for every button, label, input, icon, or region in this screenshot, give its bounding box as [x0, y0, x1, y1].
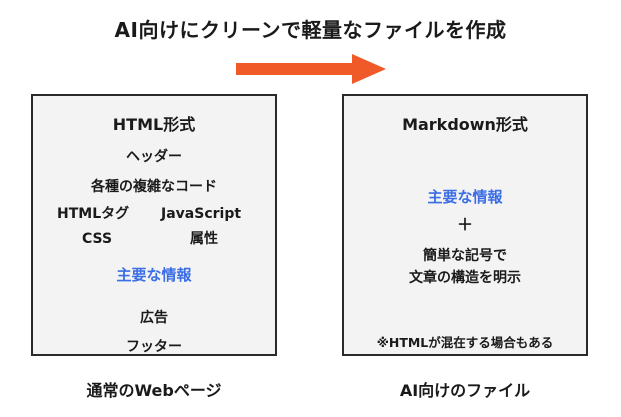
markdown-format-title: Markdown形式 [402, 115, 528, 134]
right-arrow-icon [236, 54, 386, 84]
simple-symbols-label: 簡単な記号で [423, 248, 507, 264]
structure-label: 文章の構造を明示 [409, 270, 521, 286]
css-label: CSS [82, 231, 113, 247]
attribute-label: 属性 [190, 231, 218, 247]
code-heading: 各種の複雑なコード [91, 179, 217, 195]
ai-file-caption: AI向けのファイル [399, 381, 531, 400]
header-label: ヘッダー [126, 149, 182, 165]
markdown-format-panel: Markdown形式 主要な情報 ＋ 簡単な記号で 文章の構造を明示 ※HTML… [342, 94, 588, 356]
normal-webpage-caption: 通常のWebページ [86, 381, 222, 400]
plus-symbol: ＋ [456, 215, 473, 234]
html-format-panel: HTML形式 ヘッダー 各種の複雑なコード HTMLタグ JavaScript … [31, 94, 277, 356]
ads-label: 広告 [140, 310, 168, 326]
main-info-label: 主要な情報 [427, 188, 503, 206]
html-mix-note: ※HTMLが混在する場合もある [376, 335, 554, 350]
javascript-label: JavaScript [161, 206, 242, 222]
main-info-label: 主要な情報 [116, 266, 192, 284]
html-format-title: HTML形式 [112, 115, 196, 134]
page-title: AI向けにクリーンで軽量なファイルを作成 [114, 18, 507, 42]
footer-label: フッター [126, 339, 182, 355]
html-tag-label: HTMLタグ [57, 206, 130, 222]
